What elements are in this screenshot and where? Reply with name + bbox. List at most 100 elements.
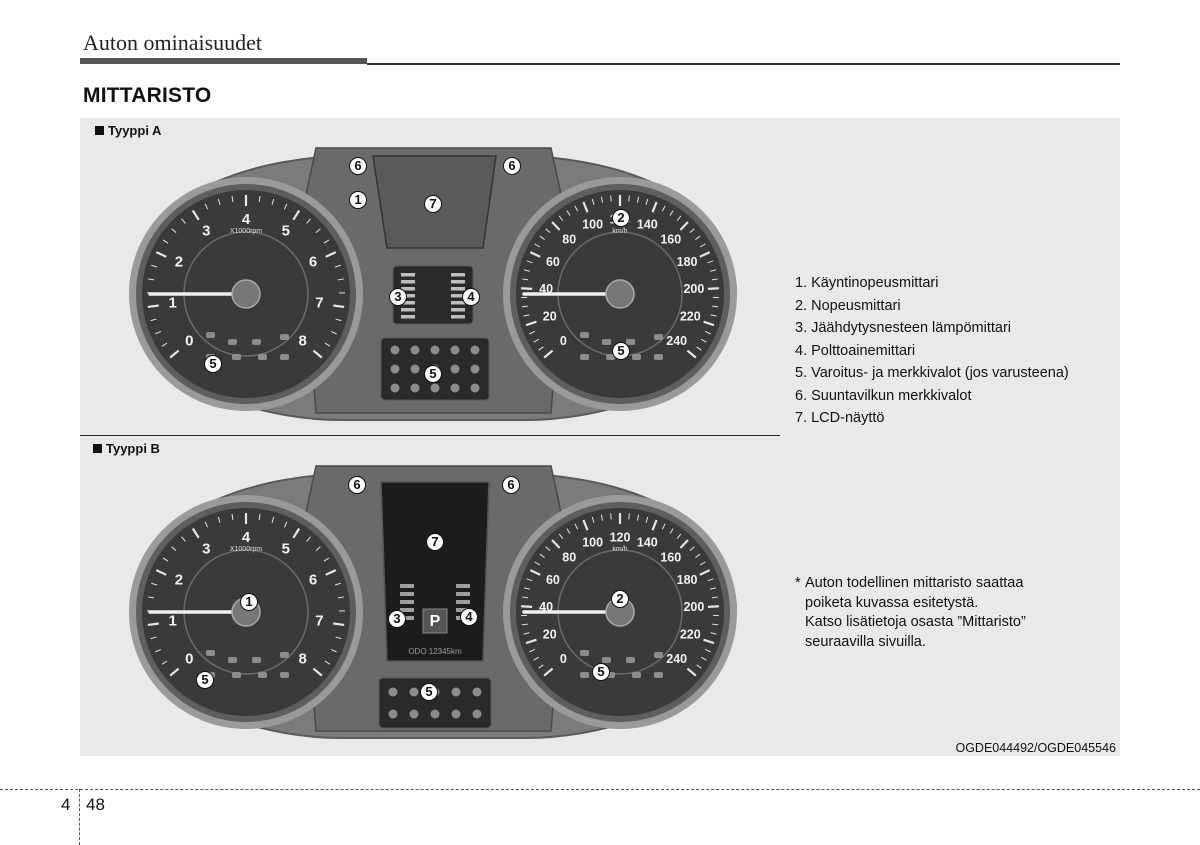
warning-light-icon (258, 354, 267, 360)
legend-item: 5. Varoitus- ja merkkivalot (jos varuste… (795, 362, 1069, 385)
warning-light-icon (602, 339, 611, 345)
tachometer-tick-label: 6 (309, 572, 317, 589)
warning-light-icon (232, 354, 241, 360)
speedometer-tick-label: 140 (637, 536, 658, 550)
speedometer-tick-label: 220 (680, 310, 701, 324)
speedometer-tick-label: 0 (560, 652, 567, 666)
tachometer-unit-label: X1000rpm (230, 228, 262, 235)
speedometer-tick-label: 80 (562, 232, 576, 246)
warning-light-icon (452, 688, 461, 697)
temp-bar-segment (401, 308, 415, 312)
fuel-bar-segment (456, 592, 470, 596)
warning-light-icon (602, 657, 611, 663)
warning-light-icon (258, 672, 267, 678)
tachometer-tick-label: 7 (315, 295, 323, 312)
warning-light-icon (431, 384, 440, 393)
warning-light-icon (654, 652, 663, 658)
fuel-bar-segment (456, 584, 470, 588)
tachometer-tick (333, 305, 344, 306)
tachometer-tick-label: 3 (202, 541, 210, 558)
callout-label: 7 (431, 534, 438, 549)
warning-light-icon (451, 365, 460, 374)
footnote: * Auton todellinen mittaristo saattaa po… (795, 574, 1095, 652)
type-b-label-text: Tyyppi B (106, 441, 160, 456)
warning-light-icon (654, 334, 663, 340)
footer-vertical-divider (79, 789, 80, 845)
speedometer-tick (521, 288, 532, 289)
callout-label: 5 (209, 356, 216, 371)
tachometer-tick-label: 2 (175, 572, 183, 589)
warning-light-icon (431, 346, 440, 355)
speedometer-tick-label: 120 (610, 530, 631, 544)
type-divider (80, 435, 780, 436)
warning-light-icon (389, 688, 398, 697)
callout-label: 5 (429, 366, 436, 381)
legend-item: 3. Jäähdytysnesteen lämpömittari (795, 317, 1069, 340)
tachometer-tick-label: 8 (299, 333, 307, 350)
speedometer-tick-label: 60 (546, 573, 560, 587)
callout-label: 6 (507, 477, 514, 492)
callout-label: 5 (201, 672, 208, 687)
tachometer-tick (333, 623, 344, 624)
type-a-label-text: Tyyppi A (108, 123, 161, 138)
tachometer-tick-label: 3 (202, 223, 210, 240)
chapter-number: 4 (61, 795, 70, 815)
warning-light-icon (632, 354, 641, 360)
warning-light-icon (451, 384, 460, 393)
warning-light-icon (580, 332, 589, 338)
speedometer-needle-hub (606, 280, 634, 308)
warning-light-icon (280, 652, 289, 658)
warning-light-icon (473, 710, 482, 719)
tachometer-tick (148, 305, 159, 306)
speedometer-unit-label: km/h (612, 546, 627, 553)
warning-light-icon (206, 332, 215, 338)
page-heading: MITTARISTO (83, 84, 211, 108)
speedometer-tick-label: 180 (677, 573, 698, 587)
tachometer-tick-label: 4 (242, 529, 251, 546)
legend-item: 6. Suuntavilkun merkkivalot (795, 385, 1069, 408)
fuel-bar-segment (456, 600, 470, 604)
instrument-cluster-type-a: 012345678X1000rpm02040608010012014016018… (111, 138, 756, 430)
lcd-display (381, 482, 489, 661)
legend-item: 7. LCD-näyttö (795, 407, 1069, 430)
callout-label: 1 (354, 192, 361, 207)
warning-light-icon (471, 384, 480, 393)
tachometer-tick-label: 4 (242, 211, 251, 228)
callout-label: 4 (465, 609, 473, 624)
warning-light-icon (206, 650, 215, 656)
warning-light-icon (391, 346, 400, 355)
warning-light-icon (632, 672, 641, 678)
callout-label: 5 (617, 343, 624, 358)
tachometer-tick-label: 6 (309, 254, 317, 271)
warning-light-icon (471, 365, 480, 374)
warning-light-icon (654, 672, 663, 678)
legend-item: 2. Nopeusmittari (795, 295, 1069, 318)
warning-light-icon (473, 688, 482, 697)
speedometer-tick-label: 220 (680, 628, 701, 642)
warning-light-icon (626, 339, 635, 345)
warning-light-icon (228, 339, 237, 345)
temp-bar-segment (400, 592, 414, 596)
warning-light-icon (626, 657, 635, 663)
warning-light-icon (411, 346, 420, 355)
title-accent-bar (80, 58, 367, 64)
callout-label: 3 (394, 289, 401, 304)
warning-light-icon (232, 672, 241, 678)
tachometer-unit-label: X1000rpm (230, 546, 262, 553)
warning-light-icon (280, 334, 289, 340)
speedometer-tick-label: 160 (660, 232, 681, 246)
legend-item: 1. Käyntinopeusmittari (795, 272, 1069, 295)
speedometer-tick-label: 60 (546, 255, 560, 269)
speedometer-tick (611, 513, 612, 519)
callout-label: 5 (597, 664, 604, 679)
warning-light-icon (411, 384, 420, 393)
callout-label: 6 (508, 158, 515, 173)
square-bullet-icon (93, 444, 102, 453)
warning-light-icon (580, 672, 589, 678)
callout-label: 7 (429, 196, 436, 211)
speedometer-tick (611, 195, 612, 201)
tachometer-tick (148, 623, 159, 624)
speedometer-tick (708, 288, 719, 289)
warning-light-icon (280, 672, 289, 678)
tachometer-tick-label: 7 (315, 613, 323, 630)
